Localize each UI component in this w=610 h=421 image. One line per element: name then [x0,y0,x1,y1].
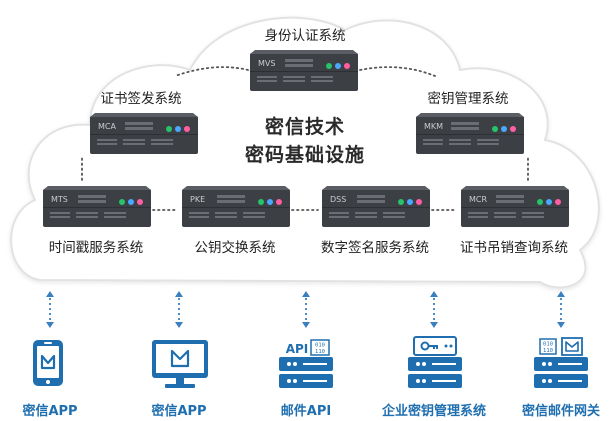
connector-mvs-mca [174,66,249,77]
api-server-icon: API 010 110 [279,339,333,388]
server-mca-icon: MCA [90,113,198,154]
client-label-mobile-app: 密信APP [22,404,78,419]
api-icon-text: API [286,342,309,356]
server-dss-icon: DSS [322,186,430,227]
server-mcr-code: MCR [469,195,487,204]
arrow-mobile-app [46,291,54,328]
server-mkm-code: MKM [424,122,443,131]
mobile-phone-icon [33,340,63,386]
client-label-mail-api: 邮件API [280,404,332,419]
server-mvs: MVS [249,50,359,97]
connector-mvs-mkm [359,66,436,77]
arrow-mail-gateway [557,291,565,328]
server-mkm: MKM [415,113,525,160]
server-dss: DSS [321,186,431,233]
server-mts-code: MTS [51,195,68,204]
mail-gateway-server-icon: 010 110 [534,337,588,388]
arrow-enterprise-kms [430,291,438,328]
api-bits-line2: 110 [315,349,325,355]
server-mts: MTS [42,186,152,233]
gateway-bits-line1: 010 [543,342,553,348]
cloud-shape [10,16,600,289]
server-pke-code: PKE [190,195,205,204]
server-mvs-icon: MVS [250,50,358,91]
label-mts: 时间戳服务系统 [48,240,144,256]
label-pke: 公钥交换系统 [194,240,276,256]
connectors [81,66,529,211]
gateway-bits-line2: 110 [543,348,553,354]
center-title-line1: 密信技术 [264,116,346,138]
label-mcr: 证书吊销查询系统 [460,240,568,256]
server-pke-icon: PKE [182,186,290,227]
label-mvs: 身份认证系统 [264,28,346,44]
label-mkm: 密钥管理系统 [427,91,509,107]
server-mvs-code: MVS [258,59,275,68]
arrow-mail-api [302,291,310,328]
arrow-desktop-app [175,291,183,328]
client-label-mail-gateway: 密信邮件网关 [521,404,601,419]
arrows [46,291,565,328]
server-mts-icon: MTS [43,186,151,227]
key-server-icon [408,336,462,388]
server-mca: MCA [89,113,199,160]
client-label-desktop-app: 密信APP [151,404,207,419]
server-pke: PKE [181,186,291,233]
label-dss: 数字签名服务系统 [321,240,429,256]
center-title-line2: 密码基础设施 [244,144,366,166]
server-mcr: MCR [460,186,570,233]
server-mca-code: MCA [98,122,116,131]
api-bits-line1: 010 [315,343,325,349]
desktop-monitor-icon [152,340,208,388]
server-mcr-icon: MCR [461,186,569,227]
label-mca: 证书签发系统 [100,91,182,107]
client-label-enterprise-kms: 企业密钥管理系统 [381,404,487,419]
server-mkm-icon: MKM [416,113,524,154]
server-dss-code: DSS [330,195,346,204]
